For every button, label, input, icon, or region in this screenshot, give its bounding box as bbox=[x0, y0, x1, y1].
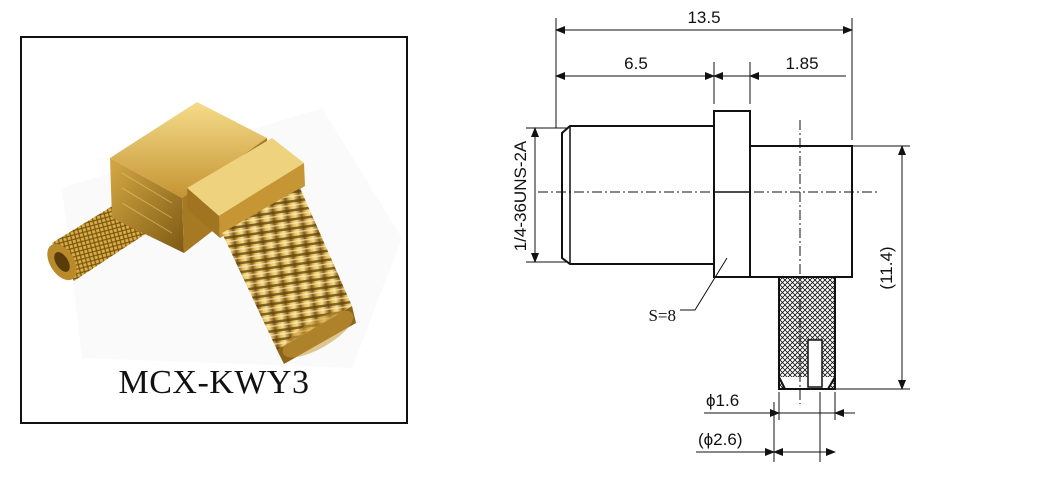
dim-pin-offset: 1.85 bbox=[785, 54, 818, 73]
product-photo-frame: MCX-KWY3 bbox=[20, 36, 408, 424]
hex-nut bbox=[187, 138, 305, 238]
threaded-shaft bbox=[222, 188, 356, 364]
dim-crimp-diameter: (ϕ2.6) bbox=[698, 430, 742, 449]
connector-photo bbox=[47, 102, 402, 368]
thread-spec: 1/4-36UNS-2A bbox=[511, 140, 530, 251]
model-label: MCX-KWY3 bbox=[118, 364, 310, 401]
hex-leader bbox=[680, 257, 728, 311]
dim-overall-length: 13.5 bbox=[687, 8, 720, 27]
connector-outline bbox=[561, 110, 853, 390]
hex-size: S=8 bbox=[648, 306, 676, 325]
dimension-drawing: 13.5 6.5 1.85 1/4-36UNS-2A (11.4) S=8 ϕ1… bbox=[511, 8, 910, 462]
dimension-lines bbox=[531, 26, 906, 456]
dim-pin-diameter: ϕ1.6 bbox=[706, 391, 739, 410]
dim-thread-length: 6.5 bbox=[624, 54, 648, 73]
center-lines bbox=[538, 120, 880, 404]
dim-body-height: (11.4) bbox=[877, 246, 896, 289]
